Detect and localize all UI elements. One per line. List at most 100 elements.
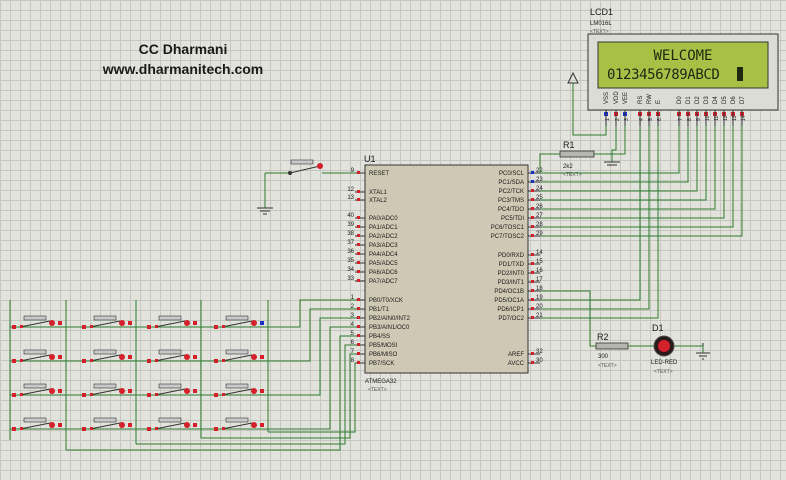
wire-segment: [136, 344, 356, 445]
keypad-pin-marker: [82, 325, 86, 329]
mcu-pin-marker: [357, 190, 360, 193]
lcd-pin-number: 14: [741, 115, 747, 121]
mcu-right-pin-number: 20: [536, 304, 543, 310]
keypad-pin-marker: [155, 325, 158, 328]
keypad-pin-marker: [222, 427, 225, 430]
keypad-button-cap: [23, 349, 47, 355]
lcd-pin-label: VEE: [623, 92, 629, 104]
mcu-pin-marker: [531, 216, 534, 219]
mcu-right-pin-number: 26: [536, 204, 543, 210]
keypad-button: [147, 315, 197, 329]
mcu-pin-marker: [357, 270, 360, 273]
mcu-left-pin-name: PB0/T0/XCK: [369, 298, 403, 304]
keypad-button-lever: [154, 388, 186, 396]
lcd-pin-number: 1: [605, 118, 611, 121]
lcd-pin-number: 12: [723, 115, 729, 121]
keypad-pin-marker: [222, 393, 225, 396]
mcu-pin-marker: [531, 271, 534, 274]
mcu-right-pin-number: 24: [536, 186, 543, 192]
keypad-pin-marker: [12, 393, 16, 397]
wire-segment: [540, 126, 659, 319]
r1-ref: R1: [563, 140, 575, 150]
keypad-pin-marker: [20, 359, 23, 362]
wire-segment: [268, 362, 356, 433]
mcu-right-pin-name: AREF: [508, 352, 524, 358]
mcu-left-pin-number: 1: [351, 295, 355, 301]
keypad-pin-marker: [58, 321, 62, 325]
keypad-button-lever: [19, 388, 51, 396]
mcu-right-pin-number: 15: [536, 259, 543, 265]
keypad-button-lever: [89, 320, 121, 328]
lcd-line1: WELCOME: [653, 48, 712, 64]
r1-body: [559, 150, 595, 158]
lcd-model: LM016L: [590, 21, 612, 27]
lcd-pin-number: 10: [705, 115, 711, 121]
mcu-left-pin-number: 37: [347, 240, 354, 246]
keypad-button-cap: [23, 383, 47, 389]
lcd-cursor: [737, 67, 743, 81]
lcd-pin-label: D5: [722, 96, 728, 104]
keypad-pin-marker: [20, 393, 23, 396]
mcu-right-pin-number: 23: [536, 177, 543, 183]
keypad-button-lever: [154, 354, 186, 362]
keypad-pin-marker: [184, 422, 190, 428]
keypad-pin-marker: [20, 325, 23, 328]
lcd-pin-number: 5: [648, 118, 654, 121]
mcu-part: ATMEGA32: [365, 379, 397, 385]
keypad-button-cap: [225, 417, 249, 423]
keypad-pin-marker: [90, 427, 93, 430]
lcd-pin-number: 13: [732, 115, 738, 121]
mcu-pin-marker: [531, 352, 534, 355]
mcu-left-pin-name: PB4/SS: [369, 334, 390, 340]
mcu-pin-marker: [357, 243, 360, 246]
keypad-pin-marker: [12, 359, 16, 363]
wire-segment: [540, 126, 716, 210]
mcu-left-pin-name: PB6/MISO: [369, 352, 398, 358]
mcu-pin-marker: [531, 198, 534, 201]
keypad-button: [214, 383, 264, 397]
wire-segment: [540, 126, 725, 219]
keypad-pin-marker: [82, 393, 86, 397]
keypad-button-cap: [158, 383, 182, 389]
keypad-button-cap: [93, 383, 117, 389]
mcu-pin-marker: [357, 343, 360, 346]
wire-segment: [270, 317, 356, 396]
keypad-pin-marker: [58, 423, 62, 427]
mcu-right-pin-name: PC4/TDO: [498, 207, 524, 213]
keypad-pin-marker: [251, 354, 257, 360]
mcu-pin-marker: [357, 316, 360, 319]
keypad: [12, 315, 264, 431]
mcu-left-pin-name: XTAL1: [369, 190, 388, 196]
mcu-pin-marker: [357, 234, 360, 237]
mcu-pin-marker: [531, 361, 534, 364]
keypad-pin-marker: [147, 359, 151, 363]
mcu-left-pin-number: 2: [351, 304, 355, 310]
mcu-pin-marker: [531, 289, 534, 292]
mcu-left-pin-number: 6: [351, 340, 355, 346]
mcu-left-pin-number: 7: [351, 349, 355, 355]
mcu-pin-marker: [357, 261, 360, 264]
lcd-pin-label: D7: [740, 96, 746, 104]
keypad-button-lever: [19, 320, 51, 328]
keypad-pin-marker: [147, 427, 151, 431]
r1-text-tag: <TEXT>: [563, 172, 582, 178]
wire-segment: [201, 353, 356, 439]
mcu-pin-marker: [531, 225, 534, 228]
keypad-pin-marker: [49, 388, 55, 394]
mcu-pin-marker: [357, 352, 360, 355]
mcu-left-pin-number: 34: [347, 267, 354, 273]
mcu-right-pin-number: 14: [536, 250, 543, 256]
mcu-left-pin-number: 39: [347, 222, 354, 228]
wire-segment: [260, 326, 356, 430]
r2-ref: R2: [597, 332, 609, 342]
mcu-left-pin-number: 40: [347, 213, 354, 219]
keypad-button-cap: [225, 383, 249, 389]
mcu-left-pin-name: PA0/ADC0: [369, 216, 398, 222]
lcd-pin-label: RS: [638, 96, 644, 104]
keypad-pin-marker: [119, 422, 125, 428]
mcu-right-pin-name: PD4/OC1B: [494, 289, 524, 295]
mcu-right-pin-name: PD2/INT0: [498, 271, 525, 277]
wire-segment: [540, 290, 596, 347]
lcd-pin-label: E: [656, 100, 662, 104]
